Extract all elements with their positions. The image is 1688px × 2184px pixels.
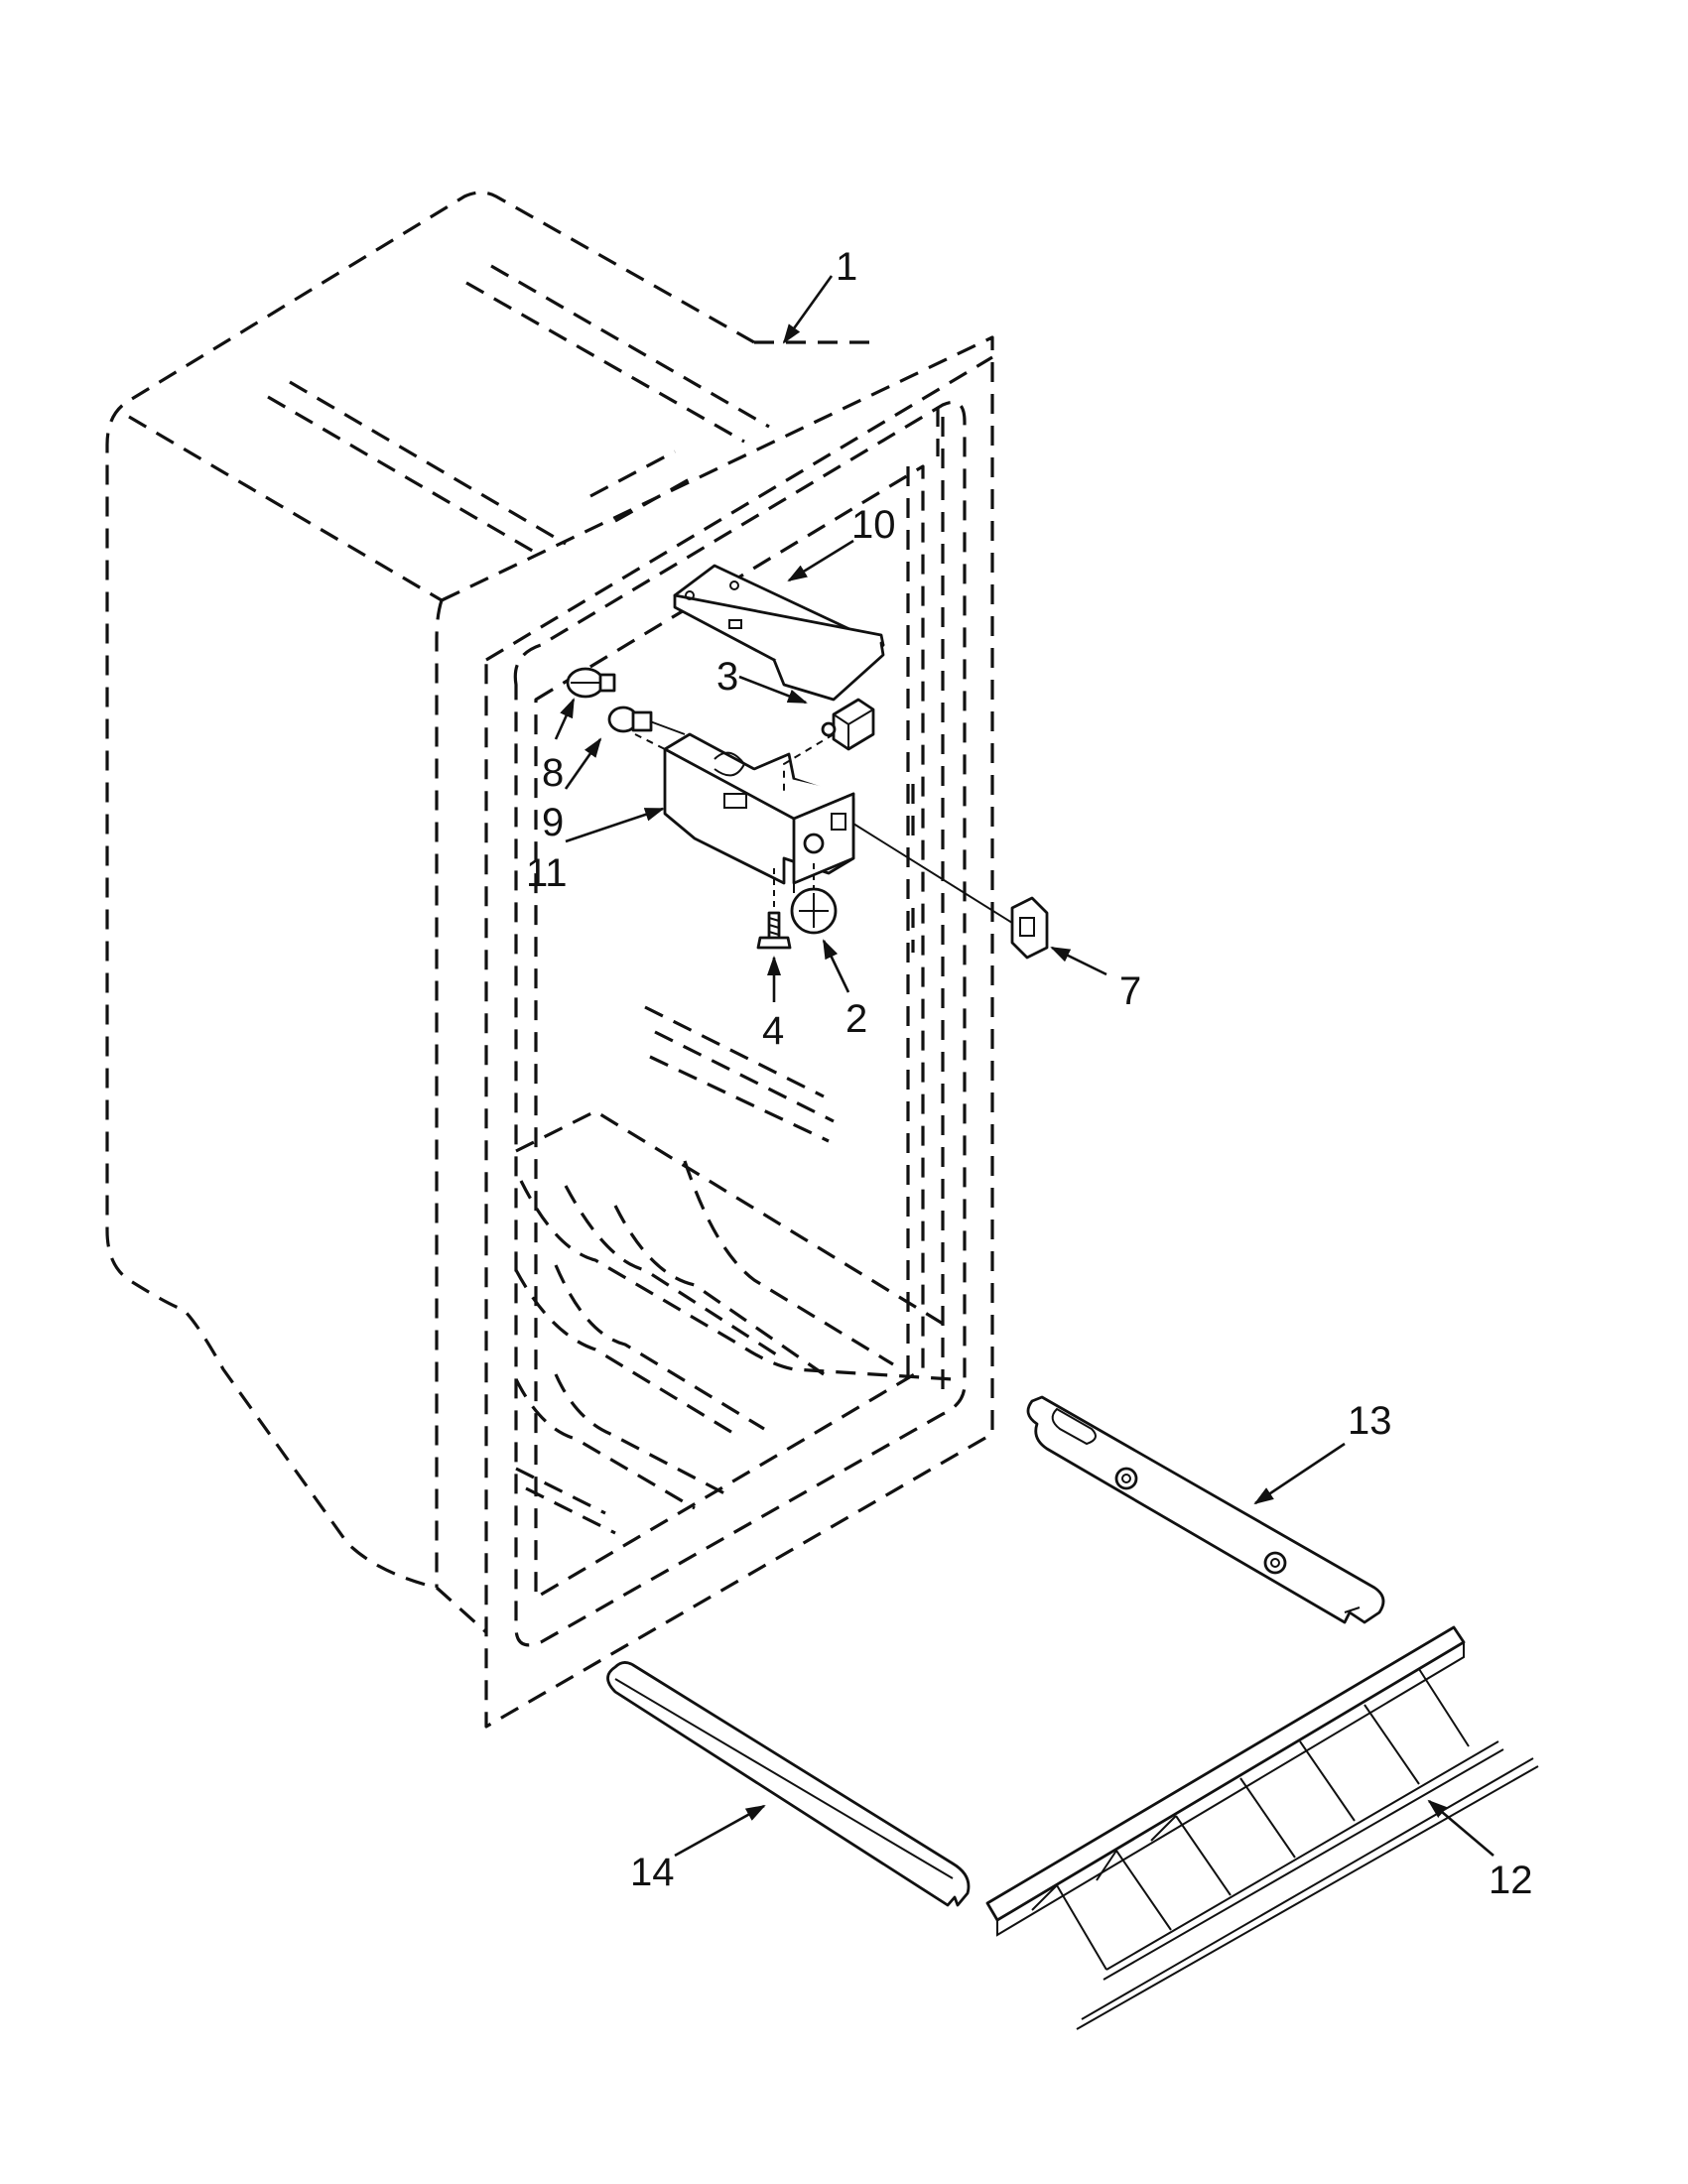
assembly-guides [634, 733, 835, 794]
light-bracket-part-11 [663, 732, 855, 893]
callout-11: 11 [526, 851, 568, 895]
callout-1: 1 [836, 245, 857, 289]
callout-9: 9 [542, 801, 564, 844]
callout-labels: 1 10 3 8 9 11 4 2 7 13 14 12 [526, 245, 1533, 1902]
leader-arrows [554, 275, 1494, 1858]
switch-part-7 [852, 823, 1049, 960]
wire-shelf-part-12 [985, 1625, 1539, 2030]
light-bulb-part-8 [566, 667, 616, 699]
callout-14: 14 [630, 1851, 675, 1894]
cabinet-liner [105, 191, 994, 1729]
screw-part-4 [756, 868, 792, 950]
light-housing-part-10 [673, 564, 885, 702]
knob-part-2 [790, 863, 838, 935]
callout-7: 7 [1119, 969, 1141, 1013]
shelf-slide-part-14 [606, 1661, 971, 1907]
callout-13: 13 [1348, 1399, 1392, 1443]
callout-10: 10 [851, 503, 896, 547]
callout-3: 3 [716, 655, 738, 699]
callout-2: 2 [845, 997, 867, 1041]
light-socket-part-9 [607, 706, 686, 735]
callout-12: 12 [1489, 1859, 1533, 1902]
shelf-rail-part-13 [1026, 1395, 1385, 1624]
connector-part-3 [821, 698, 875, 751]
callout-8: 8 [542, 751, 564, 795]
callout-4: 4 [762, 1009, 784, 1053]
